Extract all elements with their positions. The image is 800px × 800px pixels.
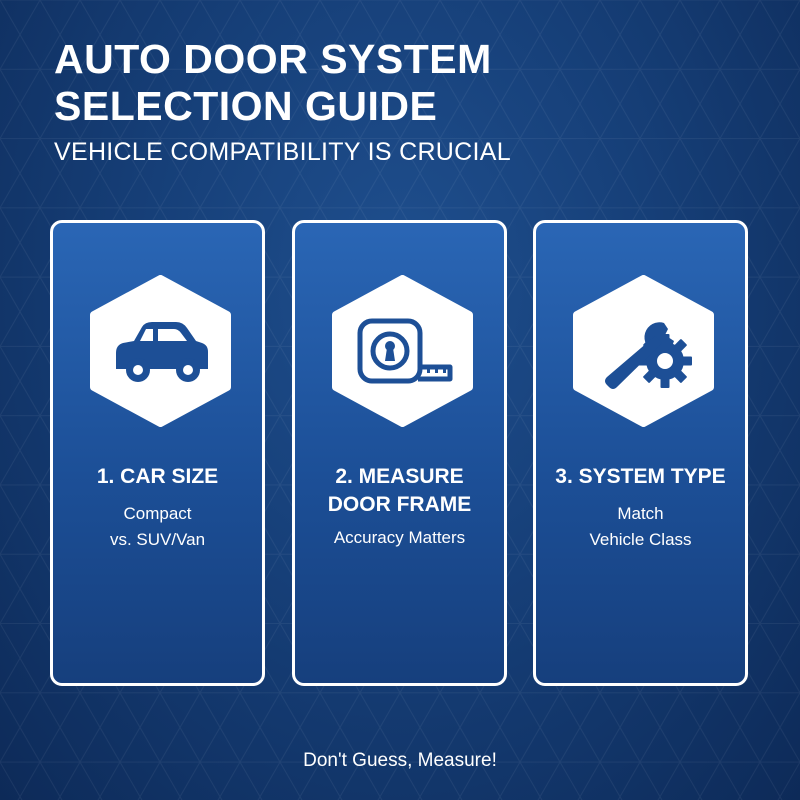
title-line-1: AUTO DOOR SYSTEM [54,36,492,82]
card-title: 2. MEASURE DOOR FRAME [295,463,504,519]
wrench-gear-icon [573,275,714,427]
page-subtitle: VEHICLE COMPATIBILITY IS CRUCIAL [54,138,511,166]
card-desc-line-1: Accuracy Matters [333,528,466,547]
tape-measure-icon [332,275,473,427]
card-title: 3. SYSTEM TYPE [555,465,726,488]
card-system-type: 3. SYSTEM TYPE Match Vehicle Class [533,220,748,686]
card-description: Compact vs. SUV/Van [53,501,262,553]
footer-tagline: Don't Guess, Measure! [303,750,497,771]
card-title-line-2: DOOR FRAME [327,493,472,516]
page-title: AUTO DOOR SYSTEM SELECTION GUIDE [54,36,511,130]
card-description: Match Vehicle Class [536,501,745,553]
title-line-2: SELECTION GUIDE [54,83,438,129]
card-car-size: 1. CAR SIZE Compact vs. SUV/Van [50,220,265,686]
card-desc-line-2: Vehicle Class [589,530,692,549]
card-desc-line-1: Match [617,504,664,523]
card-desc-line-1: Compact [123,504,192,523]
card-desc-line-2: vs. SUV/Van [109,530,206,549]
card-title-line-1: 2. MEASURE [335,465,464,488]
card-title: 1. CAR SIZE [96,465,219,488]
card-description: Accuracy Matters [295,525,504,551]
card-measure-door-frame: 2. MEASURE DOOR FRAME Accuracy Matters [292,220,507,686]
car-icon [90,275,231,427]
header: AUTO DOOR SYSTEM SELECTION GUIDE VEHICLE… [54,36,511,167]
